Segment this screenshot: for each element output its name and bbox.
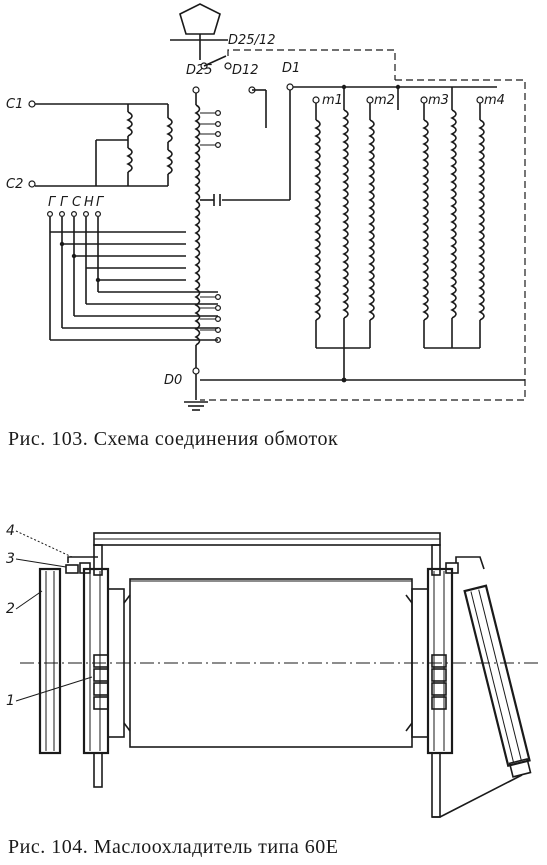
tilted-plate xyxy=(463,584,532,778)
label-d25-12: D25/12 xyxy=(228,33,275,48)
tap-selector-lines xyxy=(46,211,218,341)
switch-blade xyxy=(203,55,227,67)
callouts: 4 3 2 1 xyxy=(6,523,93,709)
label-d0: D0 xyxy=(164,373,182,388)
generator-symbol xyxy=(179,3,221,35)
dashed-link-frame xyxy=(200,79,526,401)
caption-figure-103: Рис. 103. Схема соединения обмоток xyxy=(8,428,339,450)
winding-schematic-svg: D25/12 D25 D12 D1 D0 xyxy=(6,3,526,411)
callout-3: 3 xyxy=(6,551,15,567)
bottom-pipes xyxy=(93,752,523,818)
label-m2: m2 xyxy=(374,93,395,108)
oil-cooler-svg: 4 3 2 1 xyxy=(6,523,540,818)
c-coil-right-upper xyxy=(166,117,173,143)
callout-2: 2 xyxy=(6,601,15,617)
left-tube-plate xyxy=(82,567,110,755)
tap-label-3: С xyxy=(72,195,82,210)
m-windings: m1 m2 m3 m4 xyxy=(200,84,525,383)
figure-104-oil-cooler-drawing: 4 3 2 1 xyxy=(0,505,547,835)
c-coil-lower xyxy=(126,147,133,173)
tap-label-2: Г xyxy=(60,195,69,210)
right-header xyxy=(405,562,459,755)
callout-1: 1 xyxy=(6,693,15,709)
c-coil-upper xyxy=(126,111,133,137)
label-d1: D1 xyxy=(282,61,300,76)
label-c2: C2 xyxy=(6,177,23,192)
tap-label-4: Н xyxy=(84,195,94,210)
callout-4: 4 xyxy=(6,523,15,539)
caption-figure-104: Рис. 104. Маслоохладитель типа 60Е xyxy=(8,836,339,858)
tap-label-1: Г xyxy=(48,195,57,210)
top-pipes xyxy=(67,532,485,576)
left-outer-plate xyxy=(38,567,62,755)
tap-label-5: Г xyxy=(96,195,105,210)
left-header xyxy=(38,562,131,755)
label-c1: C1 xyxy=(6,97,23,112)
label-d12: D12 xyxy=(232,63,259,78)
tap-labels: Г Г С Н Г xyxy=(48,195,105,210)
label-d25: D25 xyxy=(186,63,213,78)
label-m1: m1 xyxy=(322,93,343,108)
figure-103-winding-schematic: D25/12 D25 D12 D1 D0 xyxy=(0,0,547,420)
dashed-link-top xyxy=(227,49,396,80)
label-m3: m3 xyxy=(428,93,449,108)
main-winding xyxy=(194,93,222,368)
label-m4: m4 xyxy=(484,93,505,108)
c-coil-right-lower xyxy=(166,149,173,175)
ground-symbol xyxy=(184,401,208,411)
